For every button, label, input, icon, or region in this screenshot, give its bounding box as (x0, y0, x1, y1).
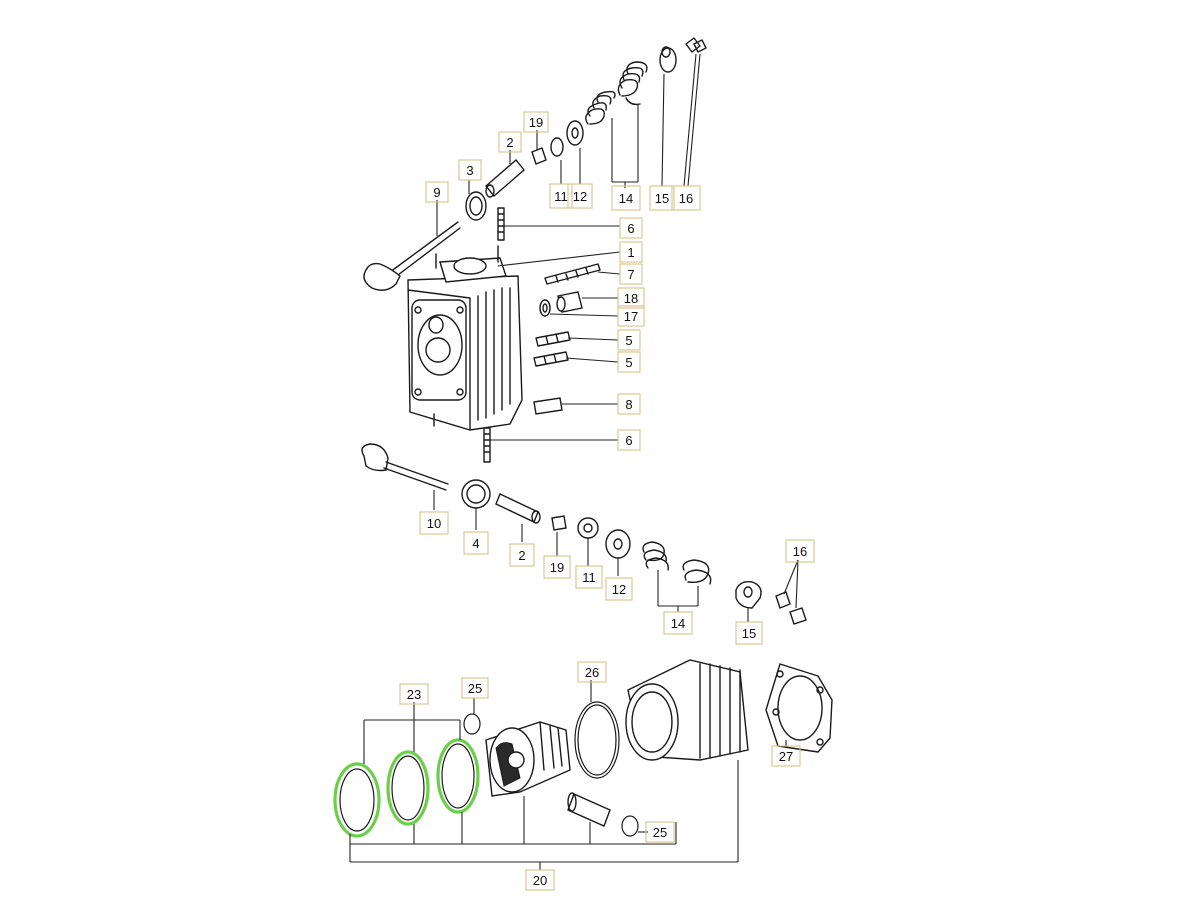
upper-valve-train (363, 37, 707, 291)
piston-cylinder-group (333, 659, 833, 838)
exhaust-valve (363, 221, 461, 291)
label-8: 8 (625, 397, 632, 412)
label-12-top: 12 (573, 189, 587, 204)
valve-stem-seal-lower (551, 515, 567, 531)
circlip-lower (621, 815, 639, 837)
label-27: 27 (779, 749, 793, 764)
label-9: 9 (433, 185, 440, 200)
label-25-top: 25 (468, 681, 482, 696)
valve-springs-upper (585, 61, 648, 125)
label-7: 7 (627, 267, 634, 282)
label-12-bottom: 12 (612, 582, 626, 597)
studs-and-nuts (483, 207, 601, 463)
valve-stem-seal-upper (531, 147, 547, 165)
label-10: 10 (427, 516, 441, 531)
valve-seat-ring-upper (465, 191, 487, 221)
lower-valve-train (361, 443, 807, 625)
label-6-top: 6 (627, 221, 634, 236)
piston-ring-3 (436, 738, 480, 814)
spring-seat-upper (566, 120, 584, 146)
cylinder-o-ring (574, 701, 620, 779)
label-11-bottom: 11 (582, 570, 596, 585)
label-23: 23 (407, 687, 421, 702)
valve-guide-upper (485, 158, 525, 198)
label-16-top: 16 (679, 191, 693, 206)
circlip-upper (463, 713, 481, 735)
label-5-upper: 5 (625, 333, 632, 348)
label-4: 4 (472, 536, 479, 551)
callout-labels: 9 3 2 19 11 12 14 15 16 6 1 7 18 17 5 5 … (407, 115, 807, 888)
label-3-top: 3 (466, 163, 473, 178)
piston-ring-2 (386, 750, 430, 826)
piston-rings (333, 738, 480, 838)
label-5-lower: 5 (625, 355, 632, 370)
label-14-bottom: 14 (671, 616, 685, 631)
label-11-top: 11 (554, 189, 568, 204)
washer-upper (550, 137, 564, 157)
cylinder-barrel (625, 659, 749, 761)
label-1: 1 (627, 245, 634, 260)
label-19-bottom: 19 (550, 560, 564, 575)
leader-lines (349, 53, 799, 870)
piston-ring-1 (333, 762, 381, 838)
label-26: 26 (585, 665, 599, 680)
label-15-top: 15 (655, 191, 669, 206)
wrist-pin (567, 792, 611, 827)
label-14-top: 14 (619, 191, 633, 206)
label-2-bottom: 2 (518, 548, 525, 563)
valve-guide-lower (495, 493, 541, 524)
label-17: 17 (624, 309, 638, 324)
valve-keepers-upper (685, 37, 707, 53)
valve-springs-lower (642, 541, 712, 585)
spring-retainer-upper (659, 46, 677, 73)
label-16-bottom: 16 (793, 544, 807, 559)
label-19-top: 19 (529, 115, 543, 130)
spring-retainer-lower (735, 580, 762, 609)
label-18: 18 (624, 291, 638, 306)
label-25-bottom: 25 (653, 825, 667, 840)
label-2-top: 2 (506, 135, 513, 150)
valve-seat-ring-lower (461, 479, 491, 509)
base-gasket (765, 663, 833, 753)
piston (485, 721, 571, 797)
label-15-bottom: 15 (742, 626, 756, 641)
washer-lower (577, 517, 599, 539)
valve-keepers-lower (775, 591, 807, 625)
intake-valve (361, 443, 449, 491)
spring-seat-lower (605, 529, 631, 559)
label-20: 20 (533, 873, 547, 888)
cylinder-head (407, 245, 523, 431)
label-boxes (399, 111, 815, 891)
label-6-bottom: 6 (625, 433, 632, 448)
